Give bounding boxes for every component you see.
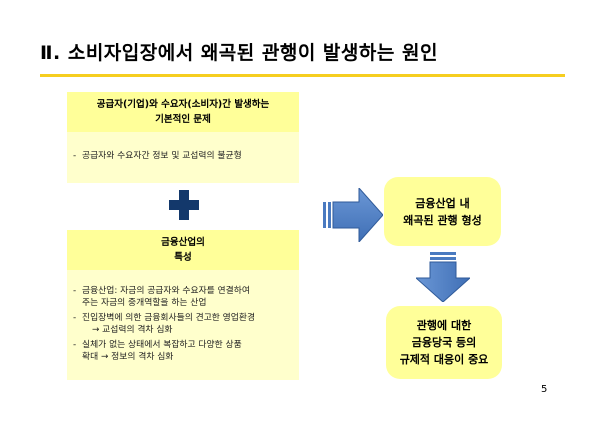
industry-characteristics-box: 금융산업의 특성 금융산업: 자금의 공급자와 수요자를 연결하여 주는 자금의… xyxy=(67,230,299,380)
page-number: 5 xyxy=(541,384,548,395)
basic-problem-bullet: 공급자와 수요자간 정보 및 교섭력의 불균형 xyxy=(73,150,295,162)
industry-characteristics-heading-line1: 금융산업의 xyxy=(161,237,205,248)
industry-bullet-1-line1: 금융산업: 자금의 공급자와 수요자를 연결하여 xyxy=(82,286,250,296)
distorted-practice-box: 금융산업 내 왜곡된 관행 형성 xyxy=(384,177,501,246)
plus-icon xyxy=(169,190,199,220)
industry-bullet-3-line2: 확대 → 정보의 격차 심화 xyxy=(82,352,174,362)
industry-characteristics-heading-line2: 특성 xyxy=(174,252,192,263)
down-arrow-icon xyxy=(416,252,470,302)
industry-bullet-2-line1: 진입장벽에 의한 금융회사들의 견고한 영업환경 xyxy=(82,313,256,323)
basic-problem-heading: 공급자(기업)와 수요자(소비자)간 발생하는 기본적인 문제 xyxy=(67,92,299,132)
distorted-practice-line2: 왜곡된 관행 형성 xyxy=(403,213,482,227)
basic-problem-heading-line1: 공급자(기업)와 수요자(소비자)간 발생하는 xyxy=(96,99,270,110)
industry-characteristics-heading: 금융산업의 특성 xyxy=(67,230,299,270)
regulatory-response-line1: 관행에 대한 xyxy=(416,319,472,332)
basic-problem-heading-line2: 기본적인 문제 xyxy=(155,114,211,125)
industry-bullet-3: 실체가 없는 상태에서 복잡하고 다양한 상품 확대 → 정보의 격차 심화 xyxy=(73,339,297,363)
industry-bullet-1-line2: 주는 자금의 중개역할을 하는 산업 xyxy=(82,298,207,308)
basic-problem-box: 공급자(기업)와 수요자(소비자)간 발생하는 기본적인 문제 공급자와 수요자… xyxy=(67,92,299,183)
slide-title: Ⅱ. 소비자입장에서 왜곡된 관행이 발생하는 원인 xyxy=(40,42,438,64)
industry-bullet-1: 금융산업: 자금의 공급자와 수요자를 연결하여 주는 자금의 중개역할을 하는… xyxy=(73,285,297,309)
right-arrow-icon xyxy=(323,188,383,242)
basic-problem-body: 공급자와 수요자간 정보 및 교섭력의 불균형 xyxy=(73,150,295,165)
distorted-practice-line1: 금융산업 내 xyxy=(415,196,470,210)
regulatory-response-line3: 규제적 대응이 중요 xyxy=(399,353,489,366)
industry-characteristics-body: 금융산업: 자금의 공급자와 수요자를 연결하여 주는 자금의 중개역할을 하는… xyxy=(73,285,297,366)
industry-bullet-2-line2: → 교섭력의 격차 심화 xyxy=(92,325,173,335)
title-underline xyxy=(40,74,565,77)
regulatory-response-line2: 금융당국 등의 xyxy=(411,336,477,349)
regulatory-response-box: 관행에 대한 금융당국 등의 규제적 대응이 중요 xyxy=(386,306,502,379)
industry-bullet-2: 진입장벽에 의한 금융회사들의 견고한 영업환경 → 교섭력의 격차 심화 xyxy=(73,312,297,336)
industry-bullet-3-line1: 실체가 없는 상태에서 복잡하고 다양한 상품 xyxy=(82,340,242,350)
